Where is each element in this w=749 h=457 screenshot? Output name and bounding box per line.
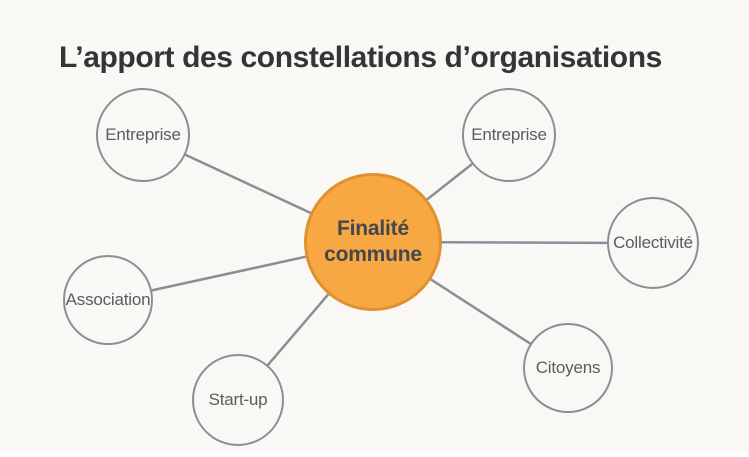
node-citoyens: Citoyens	[523, 323, 613, 413]
node-label-startup: Start-up	[208, 390, 268, 410]
page-title: L’apport des constellations d’organisati…	[59, 41, 662, 75]
node-association: Association	[63, 255, 153, 345]
bottom-edge-highlight	[0, 452, 749, 457]
node-label-citoyens: Citoyens	[535, 358, 601, 378]
node-finalite-commune: Finalité commune	[304, 173, 442, 311]
node-entreprise-2: Entreprise	[462, 88, 556, 182]
node-label-collectivite: Collectivité	[613, 233, 693, 253]
node-label-entreprise-2: Entreprise	[471, 125, 547, 145]
node-label-entreprise-1: Entreprise	[105, 125, 181, 145]
node-label-finalite-commune: Finalité commune	[324, 216, 422, 266]
node-startup: Start-up	[192, 354, 284, 446]
node-label-association: Association	[65, 290, 151, 310]
node-collectivite: Collectivité	[607, 197, 699, 289]
node-entreprise-1: Entreprise	[96, 88, 190, 182]
